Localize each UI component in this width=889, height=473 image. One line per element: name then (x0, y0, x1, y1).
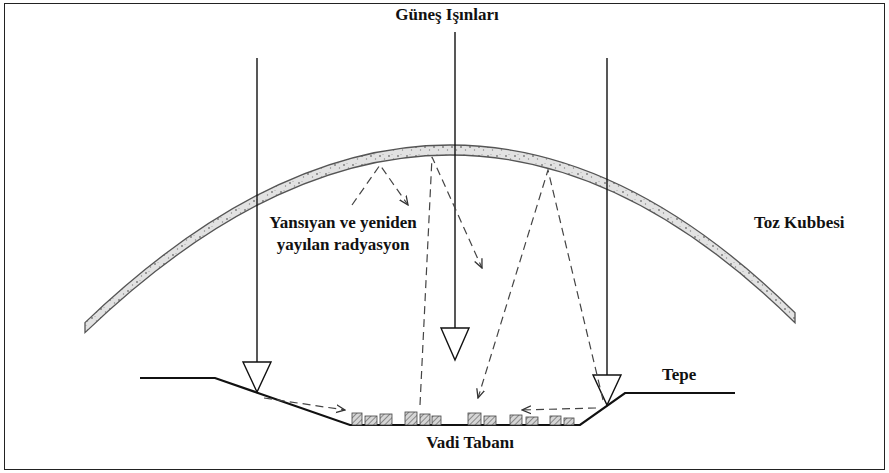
dust-dome (85, 145, 795, 333)
solar-rays (243, 32, 621, 405)
rays-label: Güneş Işınları (393, 4, 500, 26)
reflected-radiation (264, 157, 603, 410)
ground-profile (140, 378, 735, 425)
hill-label: Tepe (660, 364, 698, 386)
frame (5, 4, 885, 470)
dome-label: Toz Kubbesi (752, 212, 847, 234)
radiation-label: Yansıyan ve yeniden yayılan radyasyon (266, 212, 420, 256)
buildings (352, 412, 574, 425)
valley-floor-label: Vadi Tabanı (424, 432, 516, 454)
